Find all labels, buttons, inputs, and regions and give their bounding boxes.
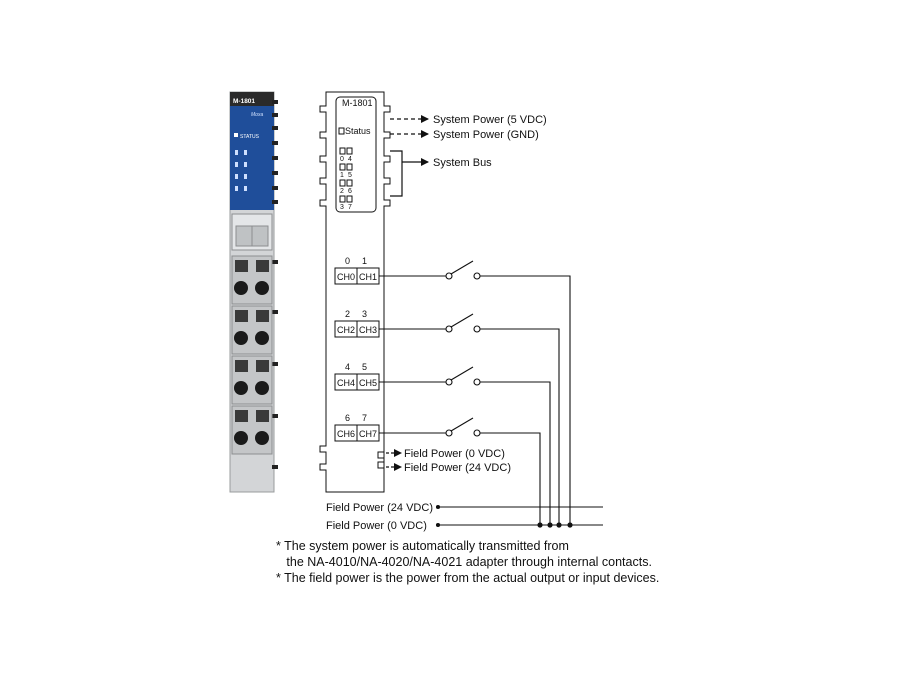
schematic-model-label: M-1801 xyxy=(342,98,373,108)
switch-3-contact-a xyxy=(445,325,453,333)
wire-switch-3-to-bus xyxy=(480,328,560,525)
footnote-line-2: the NA-4010/NA-4020/NA-4021 adapter thro… xyxy=(276,555,652,569)
photo-status-label: STATUS xyxy=(240,134,260,140)
led-num-3: 3 xyxy=(340,204,344,211)
switch-5-contact-b xyxy=(473,378,481,386)
module-photo: M-1801 Moxa STATUS xyxy=(229,91,278,493)
channel-num-5: 5 xyxy=(362,362,367,372)
channel-label-ch3: CH3 xyxy=(359,325,377,335)
switch-wiring xyxy=(379,260,571,525)
switch-5-contact-a xyxy=(445,378,453,386)
channel-label-ch2: CH2 xyxy=(337,325,355,335)
channel-label-ch1: CH1 xyxy=(359,272,377,282)
channel-num-7: 7 xyxy=(362,413,367,423)
led-num-1: 1 xyxy=(340,172,344,179)
channel-group-4-5: 4 5 CH4 CH5 xyxy=(334,362,380,391)
status-led-label: Status xyxy=(345,126,371,136)
channel-label-ch4: CH4 xyxy=(337,378,355,388)
wire-switch-1-to-bus xyxy=(480,275,571,525)
led-num-5: 5 xyxy=(348,172,352,179)
field-power-internal xyxy=(386,449,402,471)
junction-ch1 xyxy=(567,522,573,528)
system-power-gnd-label: System Power (GND) xyxy=(433,129,539,141)
led-num-7: 7 xyxy=(348,204,352,211)
wire-switch-7-to-bus xyxy=(480,432,541,525)
system-power-5v-label: System Power (5 VDC) xyxy=(433,114,547,126)
channel-label-ch5: CH5 xyxy=(359,378,377,388)
switch-7-contact-b xyxy=(473,429,481,437)
junction-ch5 xyxy=(547,522,553,528)
footnotes: * The system power is automatically tran… xyxy=(276,538,659,586)
channel-label-ch7: CH7 xyxy=(359,429,377,439)
system-bus-label: System Bus xyxy=(433,157,492,169)
switch-1-contact-a xyxy=(445,272,453,280)
switch-3-contact-b xyxy=(473,325,481,333)
field-bus-junctions xyxy=(537,522,573,528)
channel-num-6: 6 xyxy=(345,413,350,423)
field-power-internal-0v-label: Field Power (0 VDC) xyxy=(404,448,505,460)
module-schematic xyxy=(319,91,391,493)
channel-num-0: 0 xyxy=(345,256,350,266)
field-power-bus-0v-label: Field Power (0 VDC) xyxy=(326,520,427,532)
led-num-6: 6 xyxy=(348,188,352,195)
wire-switch-5-to-bus xyxy=(480,381,551,525)
channel-num-1: 1 xyxy=(362,256,367,266)
field-power-bus xyxy=(435,504,603,528)
channel-label-ch6: CH6 xyxy=(337,429,355,439)
channel-num-4: 4 xyxy=(345,362,350,372)
channel-group-0-1: 0 1 CH0 CH1 xyxy=(334,256,380,285)
switch-7-contact-a xyxy=(445,429,453,437)
footnote-line-3: * The field power is the power from the … xyxy=(276,571,660,585)
junction-ch3 xyxy=(556,522,562,528)
channel-label-ch0: CH0 xyxy=(337,272,355,282)
led-num-4: 4 xyxy=(348,156,352,163)
switch-7-blade xyxy=(450,417,474,432)
switch-5-blade xyxy=(450,366,474,381)
field-power-bus-24v-label: Field Power (24 VDC) xyxy=(326,502,433,514)
footnote-line-1: * The system power is automatically tran… xyxy=(276,539,569,553)
channel-group-6-7: 6 7 CH6 CH7 xyxy=(334,413,380,442)
photo-brand-label: Moxa xyxy=(251,112,263,118)
switch-3-blade xyxy=(450,313,474,328)
led-number-labels: 0 4 1 5 2 6 3 7 xyxy=(340,156,352,211)
led-num-2: 2 xyxy=(340,188,344,195)
system-connections xyxy=(390,115,429,197)
switch-1-contact-b xyxy=(473,272,481,280)
switch-1-blade xyxy=(450,260,474,275)
photo-model-label: M-1801 xyxy=(233,98,255,105)
channel-group-2-3: 2 3 CH2 CH3 xyxy=(334,309,380,338)
channel-num-3: 3 xyxy=(362,309,367,319)
photo-terminals xyxy=(231,255,273,455)
led-num-0: 0 xyxy=(340,156,344,163)
field-power-internal-24v-label: Field Power (24 VDC) xyxy=(404,462,511,474)
junction-ch7 xyxy=(537,522,543,528)
channel-num-2: 2 xyxy=(345,309,350,319)
